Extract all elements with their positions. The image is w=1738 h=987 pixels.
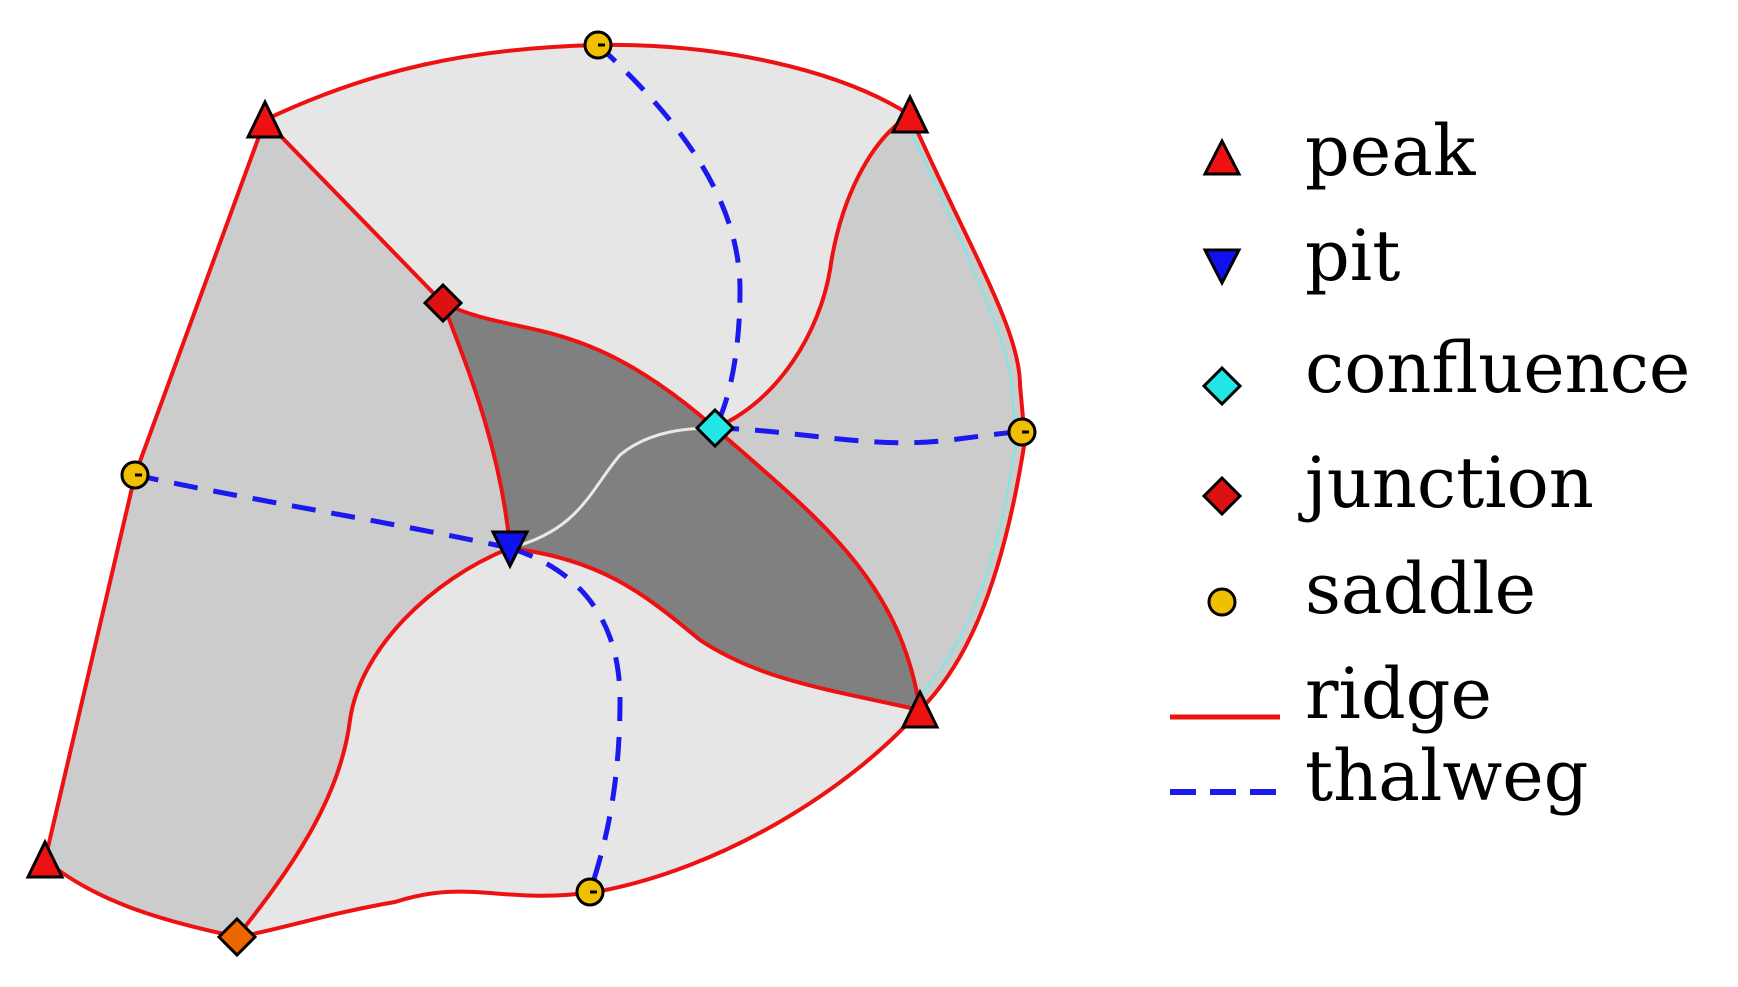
thalweg-left — [134, 472, 511, 551]
legend-label-pit: pit — [1305, 215, 1400, 297]
thalweg-lines — [134, 43, 1023, 893]
confluence-icon — [1201, 365, 1243, 407]
ridge-pit-to-boundary-node — [235, 546, 511, 939]
peak-marker — [245, 98, 285, 139]
legend-label-peak: peak — [1305, 110, 1476, 192]
ridge-confluence-to-peak-right — [713, 426, 922, 711]
saddle-icon — [1207, 587, 1237, 617]
legend-label-saddle: saddle — [1305, 548, 1536, 630]
inner-basin-region — [443, 303, 920, 710]
ridge-outer-boundary — [42, 42, 1028, 940]
saddle-marker — [583, 30, 613, 60]
left-basin-region — [45, 120, 510, 937]
ridge-junction-to-pit — [441, 302, 512, 549]
legend-item-peak: peak — [1202, 110, 1476, 192]
ridge-pit-to-peak-right — [509, 546, 921, 712]
legend-label-confluence: confluence — [1305, 327, 1690, 409]
map-markers — [25, 30, 1037, 958]
boundary-junction-marker — [216, 916, 258, 958]
peak-marker — [890, 93, 930, 134]
legend-item-junction: junction — [1201, 442, 1594, 524]
pit-icon — [1202, 248, 1242, 287]
legend-label-ridge: ridge — [1305, 653, 1492, 735]
peak-icon — [1202, 137, 1242, 176]
right-basin-region — [715, 115, 1025, 710]
ridge-confluence-to-peak-top — [714, 113, 912, 430]
ridge-peak-to-junction — [263, 118, 445, 305]
legend-label-thalweg: thalweg — [1305, 735, 1589, 817]
thalweg-top — [596, 43, 743, 430]
legend-item-saddle: saddle — [1207, 548, 1536, 630]
legend: peak pit confluence junction saddle ridg… — [1170, 110, 1690, 817]
peak-marker — [900, 688, 940, 729]
pit-marker — [490, 530, 530, 570]
saddle-marker — [1007, 417, 1037, 447]
peak-marker — [25, 838, 65, 879]
saddle-marker — [575, 877, 605, 907]
thalweg-right — [714, 425, 1023, 446]
right-edge-highlight — [909, 129, 1018, 701]
junction-marker — [422, 282, 464, 324]
thalweg-bottom — [509, 545, 623, 893]
legend-item-pit: pit — [1202, 215, 1400, 297]
ridge-junction-to-confluence — [442, 301, 717, 430]
legend-item-confluence: confluence — [1201, 327, 1690, 409]
legend-item-ridge: ridge — [1170, 653, 1492, 735]
legend-label-junction: junction — [1298, 442, 1594, 524]
confluence-marker — [694, 407, 736, 449]
pit-confluence-connector — [509, 426, 716, 550]
junction-icon — [1201, 475, 1243, 517]
saddle-marker — [120, 460, 150, 490]
legend-item-thalweg: thalweg — [1170, 735, 1589, 817]
ridge-lines — [42, 42, 1028, 940]
